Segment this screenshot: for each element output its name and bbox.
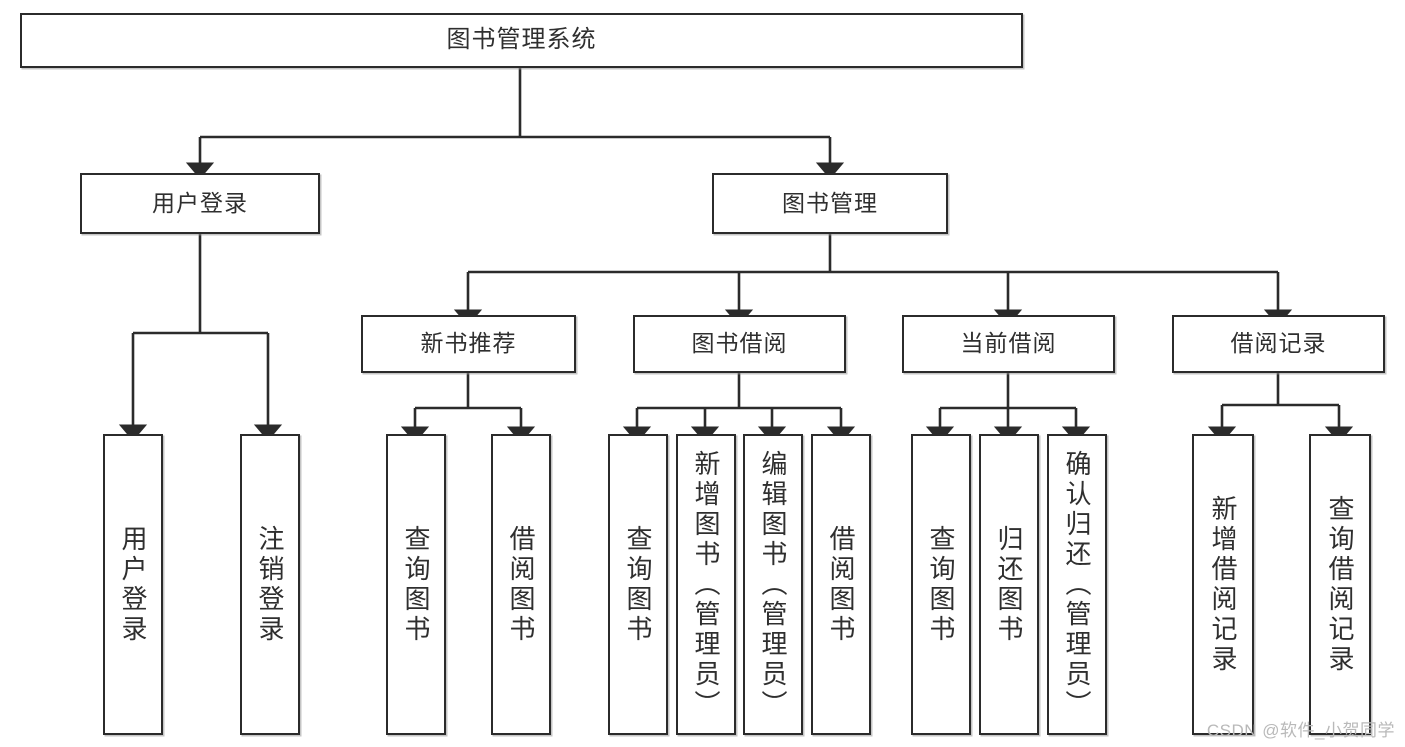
node-leaf-confirm-return[interactable]: 确认归还（管理员） bbox=[1047, 434, 1107, 735]
node-leaf-edit-book-label: 编辑图书（管理员） bbox=[758, 449, 788, 720]
node-leaf-borrow-book-2-label: 借阅图书 bbox=[826, 524, 856, 645]
node-leaf-logout[interactable]: 注销登录 bbox=[240, 434, 300, 735]
node-leaf-query-record-label: 查询借阅记录 bbox=[1325, 494, 1355, 675]
node-leaf-query-book-2-label: 查询图书 bbox=[623, 524, 653, 645]
node-borrow-record[interactable]: 借阅记录 bbox=[1172, 315, 1385, 373]
node-new-book-rec-label: 新书推荐 bbox=[420, 330, 517, 357]
node-leaf-add-book-label: 新增图书（管理员） bbox=[691, 449, 721, 720]
node-leaf-query-book-3-label: 查询图书 bbox=[926, 524, 956, 645]
node-leaf-edit-book[interactable]: 编辑图书（管理员） bbox=[743, 434, 803, 735]
node-root-label: 图书管理系统 bbox=[446, 26, 597, 54]
watermark-text: CSDN @软件_小贺同学 bbox=[1206, 721, 1395, 740]
node-leaf-query-book-1-label: 查询图书 bbox=[401, 524, 431, 645]
node-leaf-query-book-1[interactable]: 查询图书 bbox=[386, 434, 446, 735]
node-leaf-borrow-book-1[interactable]: 借阅图书 bbox=[491, 434, 551, 735]
node-leaf-query-book-3[interactable]: 查询图书 bbox=[911, 434, 971, 735]
node-leaf-add-book[interactable]: 新增图书（管理员） bbox=[676, 434, 736, 735]
node-leaf-add-record[interactable]: 新增借阅记录 bbox=[1192, 434, 1254, 735]
node-leaf-user-login-label: 用户登录 bbox=[118, 524, 148, 645]
node-leaf-borrow-book-1-label: 借阅图书 bbox=[506, 524, 536, 645]
node-leaf-return-book-label: 归还图书 bbox=[994, 524, 1024, 645]
node-current-borrow-label: 当前借阅 bbox=[960, 330, 1057, 357]
node-user-login-label: 用户登录 bbox=[152, 189, 248, 216]
node-root-system[interactable]: 图书管理系统 bbox=[20, 13, 1023, 68]
node-book-borrow-label: 图书借阅 bbox=[691, 330, 788, 357]
node-leaf-logout-label: 注销登录 bbox=[255, 524, 285, 645]
node-borrow-record-label: 借阅记录 bbox=[1230, 330, 1327, 357]
node-leaf-confirm-return-label: 确认归还（管理员） bbox=[1062, 449, 1092, 720]
node-new-book-rec[interactable]: 新书推荐 bbox=[361, 315, 576, 373]
node-book-manage-label: 图书管理 bbox=[782, 189, 878, 216]
node-book-manage[interactable]: 图书管理 bbox=[712, 173, 948, 234]
node-book-borrow[interactable]: 图书借阅 bbox=[633, 315, 846, 373]
node-leaf-user-login[interactable]: 用户登录 bbox=[103, 434, 163, 735]
node-leaf-add-record-label: 新增借阅记录 bbox=[1208, 494, 1238, 675]
node-leaf-return-book[interactable]: 归还图书 bbox=[979, 434, 1039, 735]
node-leaf-query-record[interactable]: 查询借阅记录 bbox=[1309, 434, 1371, 735]
node-user-login[interactable]: 用户登录 bbox=[80, 173, 320, 234]
node-leaf-query-book-2[interactable]: 查询图书 bbox=[608, 434, 668, 735]
node-leaf-borrow-book-2[interactable]: 借阅图书 bbox=[811, 434, 871, 735]
node-current-borrow[interactable]: 当前借阅 bbox=[902, 315, 1115, 373]
